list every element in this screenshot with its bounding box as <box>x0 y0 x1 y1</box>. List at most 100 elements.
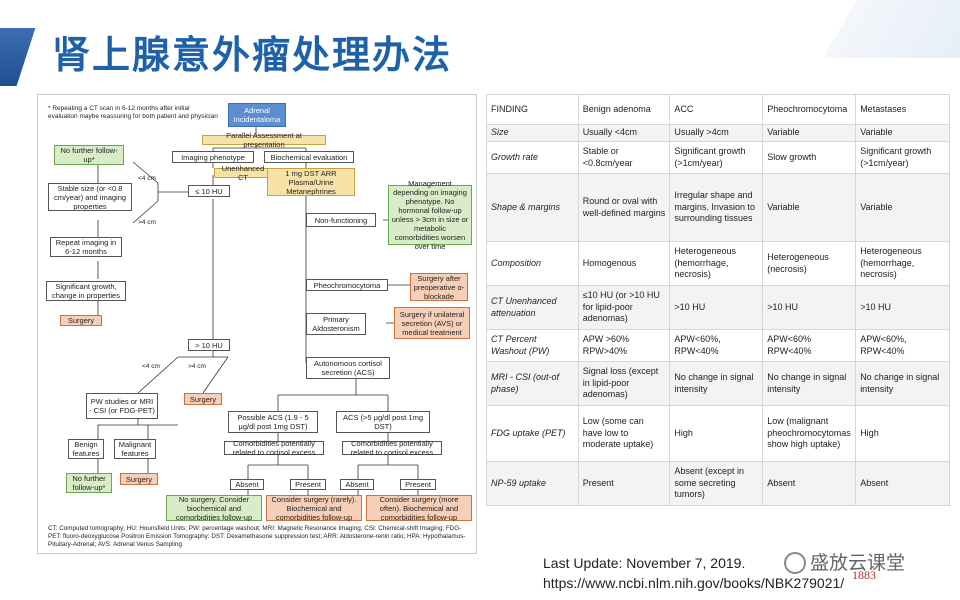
table-row: CT Percent Washout (PW) APW >60% RPW>40%… <box>486 329 950 362</box>
table-cell: MRI - CSI (out-of phase) <box>486 361 579 406</box>
box-non-functioning: Non-functioning <box>306 213 376 227</box>
table-cell: No change in signal intensity <box>855 361 950 406</box>
box-primary-aldosteronism: Primary Aldosteronism <box>306 313 366 335</box>
label-gt4-top: >4 cm <box>138 219 156 226</box>
table-cell: Variable <box>855 173 950 242</box>
table-cell: Signal loss (except in lipid-poor adenom… <box>577 361 671 406</box>
box-surgery-3: Surgery <box>120 473 158 485</box>
box-pw-studies: PW studies or MRI - CSI (or FDG-PET) <box>86 393 158 419</box>
slide-title: 肾上腺意外瘤处理办法 <box>52 33 453 77</box>
table-cell: NP-59 uptake <box>486 461 579 506</box>
table-cell: >10 HU <box>762 285 857 330</box>
box-present-2: Present <box>400 479 436 490</box>
table-cell: Stable or <0.8cm/year <box>577 141 671 174</box>
table-cell: APW<60%, RPW<40% <box>855 329 950 362</box>
box-biochemical-tests: 1 mg DST ARR Plasma/Urine Metanephrines <box>267 168 355 196</box>
box-parallel-assessment: Parallel Assessment at presentation <box>202 131 326 149</box>
table-header-row: FINDING Benign adenoma ACC Pheochromocyt… <box>486 94 950 125</box>
box-surgery-1: Surgery <box>60 315 102 326</box>
table-cell: Homogenous <box>577 241 671 286</box>
table-cell: Heterogeneous (necrosis) <box>762 241 857 286</box>
table-cell: Slow growth <box>762 141 857 174</box>
table-cell: Variable <box>762 124 857 142</box>
box-stable-size: Stable size (or <0.8 cm/year) and imagin… <box>48 183 132 211</box>
table-row: Shape & margins Round or oval with well-… <box>486 173 950 242</box>
table-cell: APW<60%, RPW<40% <box>669 329 764 362</box>
box-repeat-imaging: Repeat imaging in 6-12 months <box>50 237 122 257</box>
wechat-icon <box>784 552 806 574</box>
box-biochemical-evaluation: Biochemical evaluation <box>264 151 354 163</box>
box-comorbidities-2: Comorbidities potentially related to cor… <box>342 439 442 457</box>
box-comorbidities-1: Comorbidities potentially related to cor… <box>224 439 324 457</box>
table-cell: High <box>669 405 764 462</box>
table-row: Composition Homogenous Heterogeneous (he… <box>486 241 950 286</box>
table-header-cell: FINDING <box>486 94 579 125</box>
table-row: Size Usually <4cm Usually >4cm Variable … <box>486 124 950 142</box>
table-cell: APW<60% RPW<40% <box>762 329 857 362</box>
label-lt4-top: <4 cm <box>138 175 156 182</box>
table-cell: Heterogeneous (hemorrhage, necrosis) <box>855 241 950 286</box>
table-row: CT Unenhanced attenuation ≤10 HU (or >10… <box>486 285 950 330</box>
table-cell: >10 HU <box>855 285 950 330</box>
source-url[interactable]: https://www.ncbi.nlm.nih.gov/books/NBK27… <box>543 575 845 591</box>
box-unenhanced-ct: Unenhanced CT <box>214 164 272 182</box>
table-cell: APW >60% RPW>40% <box>577 329 671 362</box>
table-cell: Absent (except in some secreting tumors) <box>669 461 764 506</box>
table-cell: Significant growth (>1cm/year) <box>669 141 764 174</box>
box-no-further-followup-2: No further follow-up* <box>66 473 112 493</box>
box-malignant-features: Malignant features <box>114 439 156 459</box>
table-row: FDG uptake (PET) Low (some can have low … <box>486 405 950 462</box>
flowchart: * Repeating a CT scan in 6-12 months aft… <box>37 94 477 554</box>
box-possible-acs: Possible ACS (1.9 - 5 μg/dl post 1mg DST… <box>228 411 318 433</box>
box-significant-growth: Significant growth, change in properties <box>46 281 126 301</box>
table-cell: FDG uptake (PET) <box>486 405 579 462</box>
table-cell: Low (some can have low to moderate uptak… <box>577 405 671 462</box>
flowchart-note: * Repeating a CT scan in 6-12 months aft… <box>48 105 218 120</box>
watermark-text: 盛放云课堂 <box>810 552 906 574</box>
table-header-cell: ACC <box>669 94 764 125</box>
box-adrenal-incidentaloma: Adrenal Incidentaloma <box>228 103 286 127</box>
box-benign-features: Benign features <box>68 439 104 459</box>
corner-accent-right <box>823 0 960 58</box>
table-cell: >10 HU <box>669 285 764 330</box>
table-cell: Round or oval with well-defined margins <box>577 173 671 242</box>
label-lt4-bottom: <4 cm <box>142 363 160 370</box>
table-cell: CT Percent Washout (PW) <box>486 329 579 362</box>
table-cell: Usually <4cm <box>577 124 671 142</box>
table-cell: Heterogeneous (hemorrhage, necrosis) <box>669 241 764 286</box>
table-cell: Present <box>577 461 671 506</box>
box-surgery-aldo: Surgery if unilateral secretion (AVS) or… <box>394 307 470 339</box>
table-cell: Significant growth (>1cm/year) <box>855 141 950 174</box>
table-cell: Composition <box>486 241 579 286</box>
table-cell: No change in signal intensity <box>762 361 857 406</box>
box-consider-surgery-often: Consider surgery (more often). Biochemic… <box>366 495 472 522</box>
table-cell: Absent <box>855 461 950 506</box>
table-cell: Variable <box>762 173 857 242</box>
box-autonomous-cortisol: Autonomous cortisol secretion (ACS) <box>306 357 390 379</box>
stamp-text: 1883 <box>852 568 876 582</box>
label-gt4-bottom: >4 cm <box>188 363 206 370</box>
table-cell: Growth rate <box>486 141 579 174</box>
table-cell: Shape & margins <box>486 173 579 242</box>
box-present-1: Present <box>290 479 326 490</box>
box-no-further-followup-1: No further follow-up* <box>54 145 124 165</box>
table-cell: Usually >4cm <box>669 124 764 142</box>
flowchart-legend: CT: Computed tomography; HU: Hounsfield … <box>48 525 466 548</box>
table-header-cell: Benign adenoma <box>577 94 671 125</box>
table-cell: No change in signal intensity <box>669 361 764 406</box>
table-cell: ≤10 HU (or >10 HU for lipid-poor adenoma… <box>577 285 671 330</box>
box-pheochromocytoma: Pheochromocytoma <box>306 279 388 291</box>
table-header-cell: Metastases <box>855 94 950 125</box>
table-cell: Absent <box>762 461 857 506</box>
box-gt-10-hu: > 10 HU <box>188 339 230 351</box>
box-surgery-pheo: Surgery after preoperative α-blockade <box>410 273 468 301</box>
findings-table: FINDING Benign adenoma ACC Pheochromocyt… <box>486 94 950 506</box>
table-row: MRI - CSI (out-of phase) Signal loss (ex… <box>486 361 950 406</box>
box-imaging-phenotype: Imaging phenotype <box>172 151 254 163</box>
table-cell: Low (malignant pheochromocytomas show hi… <box>762 405 857 462</box>
table-cell: CT Unenhanced attenuation <box>486 285 579 330</box>
table-row: Growth rate Stable or <0.8cm/year Signif… <box>486 141 950 174</box>
table-cell: Irregular shape and margins. Invasion to… <box>669 173 764 242</box>
wechat-watermark: 盛放云课堂 1883 <box>780 546 950 586</box>
